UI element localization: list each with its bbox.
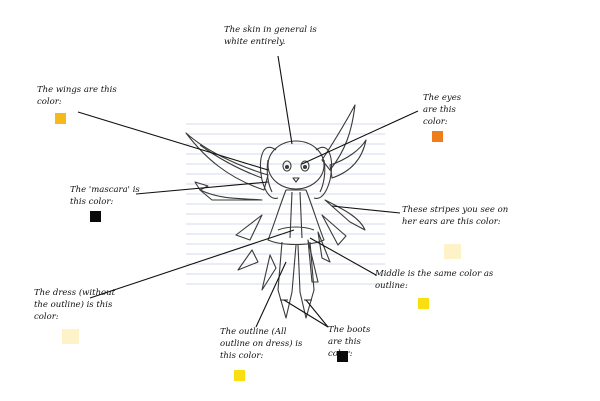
dress-color-swatch xyxy=(62,329,79,344)
skin-label: The skin in general is white entirely. xyxy=(224,25,317,47)
dress-label: The dress (without the outline) is this … xyxy=(34,288,116,322)
wings-label: The wings are this color: xyxy=(37,85,117,107)
mascara-color-swatch xyxy=(90,211,101,222)
ear-stripes-color-swatch xyxy=(444,244,461,259)
pointer-lines xyxy=(77,55,419,328)
middle-color-swatch xyxy=(418,298,429,309)
ear-stripes-label: These stripes you see on her ears are th… xyxy=(402,205,509,227)
outline-label: The outline (All outline on dress) is th… xyxy=(220,327,303,361)
eyes-label: The eyes are this color: xyxy=(423,93,462,127)
wings-color-swatch xyxy=(55,113,66,124)
fairy-drawing xyxy=(185,104,367,319)
mascara-label: The 'mascara' is this color: xyxy=(70,185,140,207)
eyes-color-swatch xyxy=(432,131,443,142)
boots-color-swatch xyxy=(337,351,348,362)
outline-color-swatch xyxy=(234,370,245,381)
middle-label: Middle is the same color as outline: xyxy=(375,269,494,291)
ruled-paper xyxy=(186,123,385,285)
